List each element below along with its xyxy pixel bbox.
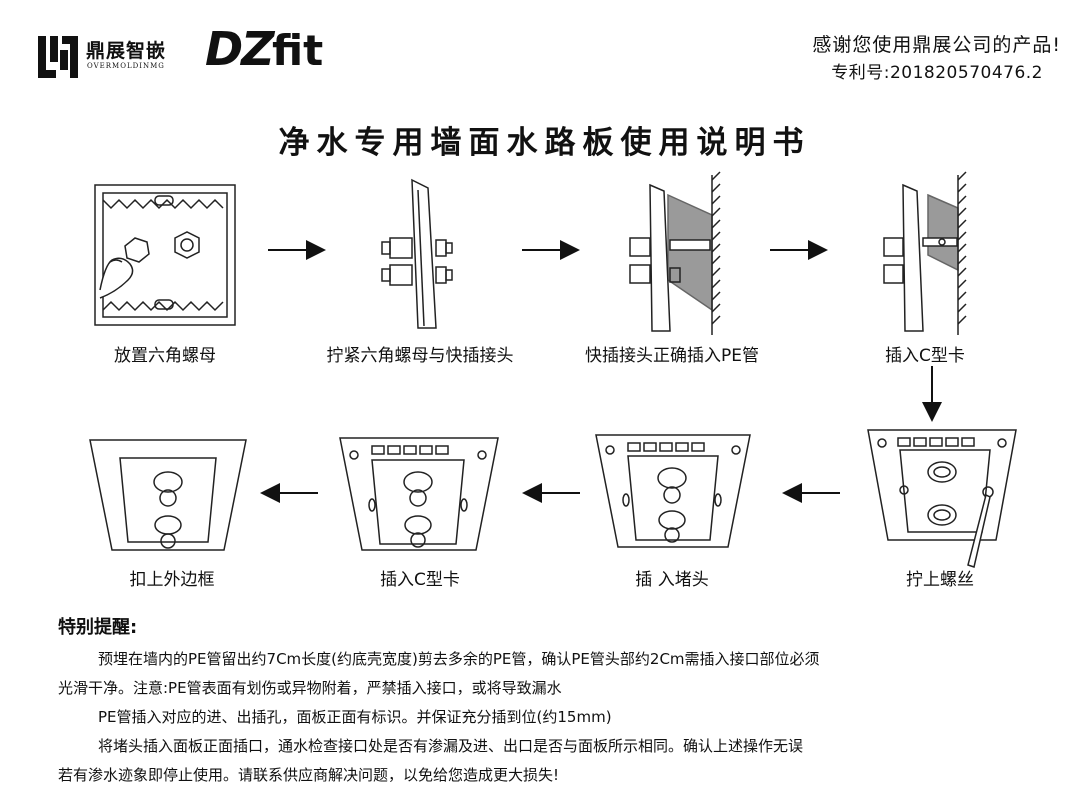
step-4-illustration <box>883 171 967 335</box>
reminder-line: 光滑干净。注意:PE管表面有划伤或异物附着，严禁插入接口，或将导致漏水 <box>58 679 562 697</box>
fit-logo-text: fit <box>272 26 324 75</box>
step-5-caption: 拧上螺丝 <box>906 570 974 590</box>
step-2-caption: 拧紧六角螺母与快插接头 <box>326 346 514 366</box>
step-7-caption: 插入C型卡 <box>380 570 460 590</box>
step-6-illustration <box>595 434 751 548</box>
brand-name-cn: 鼎展智嵌 <box>86 40 167 62</box>
document-title: 净水专用墙面水路板使用说明书 <box>278 125 811 161</box>
thanks-text: 感谢您使用鼎展公司的产品! <box>812 34 1061 56</box>
step-2-illustration <box>381 178 453 329</box>
step-3-caption: 快插接头正确插入PE管 <box>585 346 759 366</box>
reminder-line: 将堵头插入面板正面插口，通水检查接口处是否有渗漏及进、出口是否与面板所示相同。确… <box>98 737 804 755</box>
step-4-caption: 插入C型卡 <box>885 346 965 366</box>
reminder-line: 预埋在墙内的PE管留出约7Cm长度(约底壳宽度)剪去多余的PE管，确认PE管头部… <box>98 650 820 668</box>
step-7-illustration <box>339 437 499 551</box>
step-6-caption: 插 入堵头 <box>635 570 709 590</box>
step-3-illustration <box>629 171 721 335</box>
step-1-caption: 放置六角螺母 <box>114 346 216 366</box>
step-5-illustration <box>867 429 1017 568</box>
reminder-line: 若有渗水迹象即停止使用。请联系供应商解决问题，以免给您造成更大损失! <box>58 766 560 784</box>
reminder-line: PE管插入对应的进、出插孔，面板正面有标识。并保证充分插到位(约15mm) <box>98 708 612 726</box>
brand-name-en: OVERMOLDINMG <box>87 62 165 70</box>
step-8-illustration <box>89 439 247 551</box>
reminder-heading: 特别提醒: <box>58 617 138 638</box>
step-8-caption: 扣上外边框 <box>129 570 215 590</box>
step-1-illustration <box>94 184 236 326</box>
brand-logo-mark <box>38 36 78 78</box>
patent-number: 专利号:201820570476.2 <box>831 63 1043 83</box>
dz-logo-text: DZ <box>205 22 275 76</box>
